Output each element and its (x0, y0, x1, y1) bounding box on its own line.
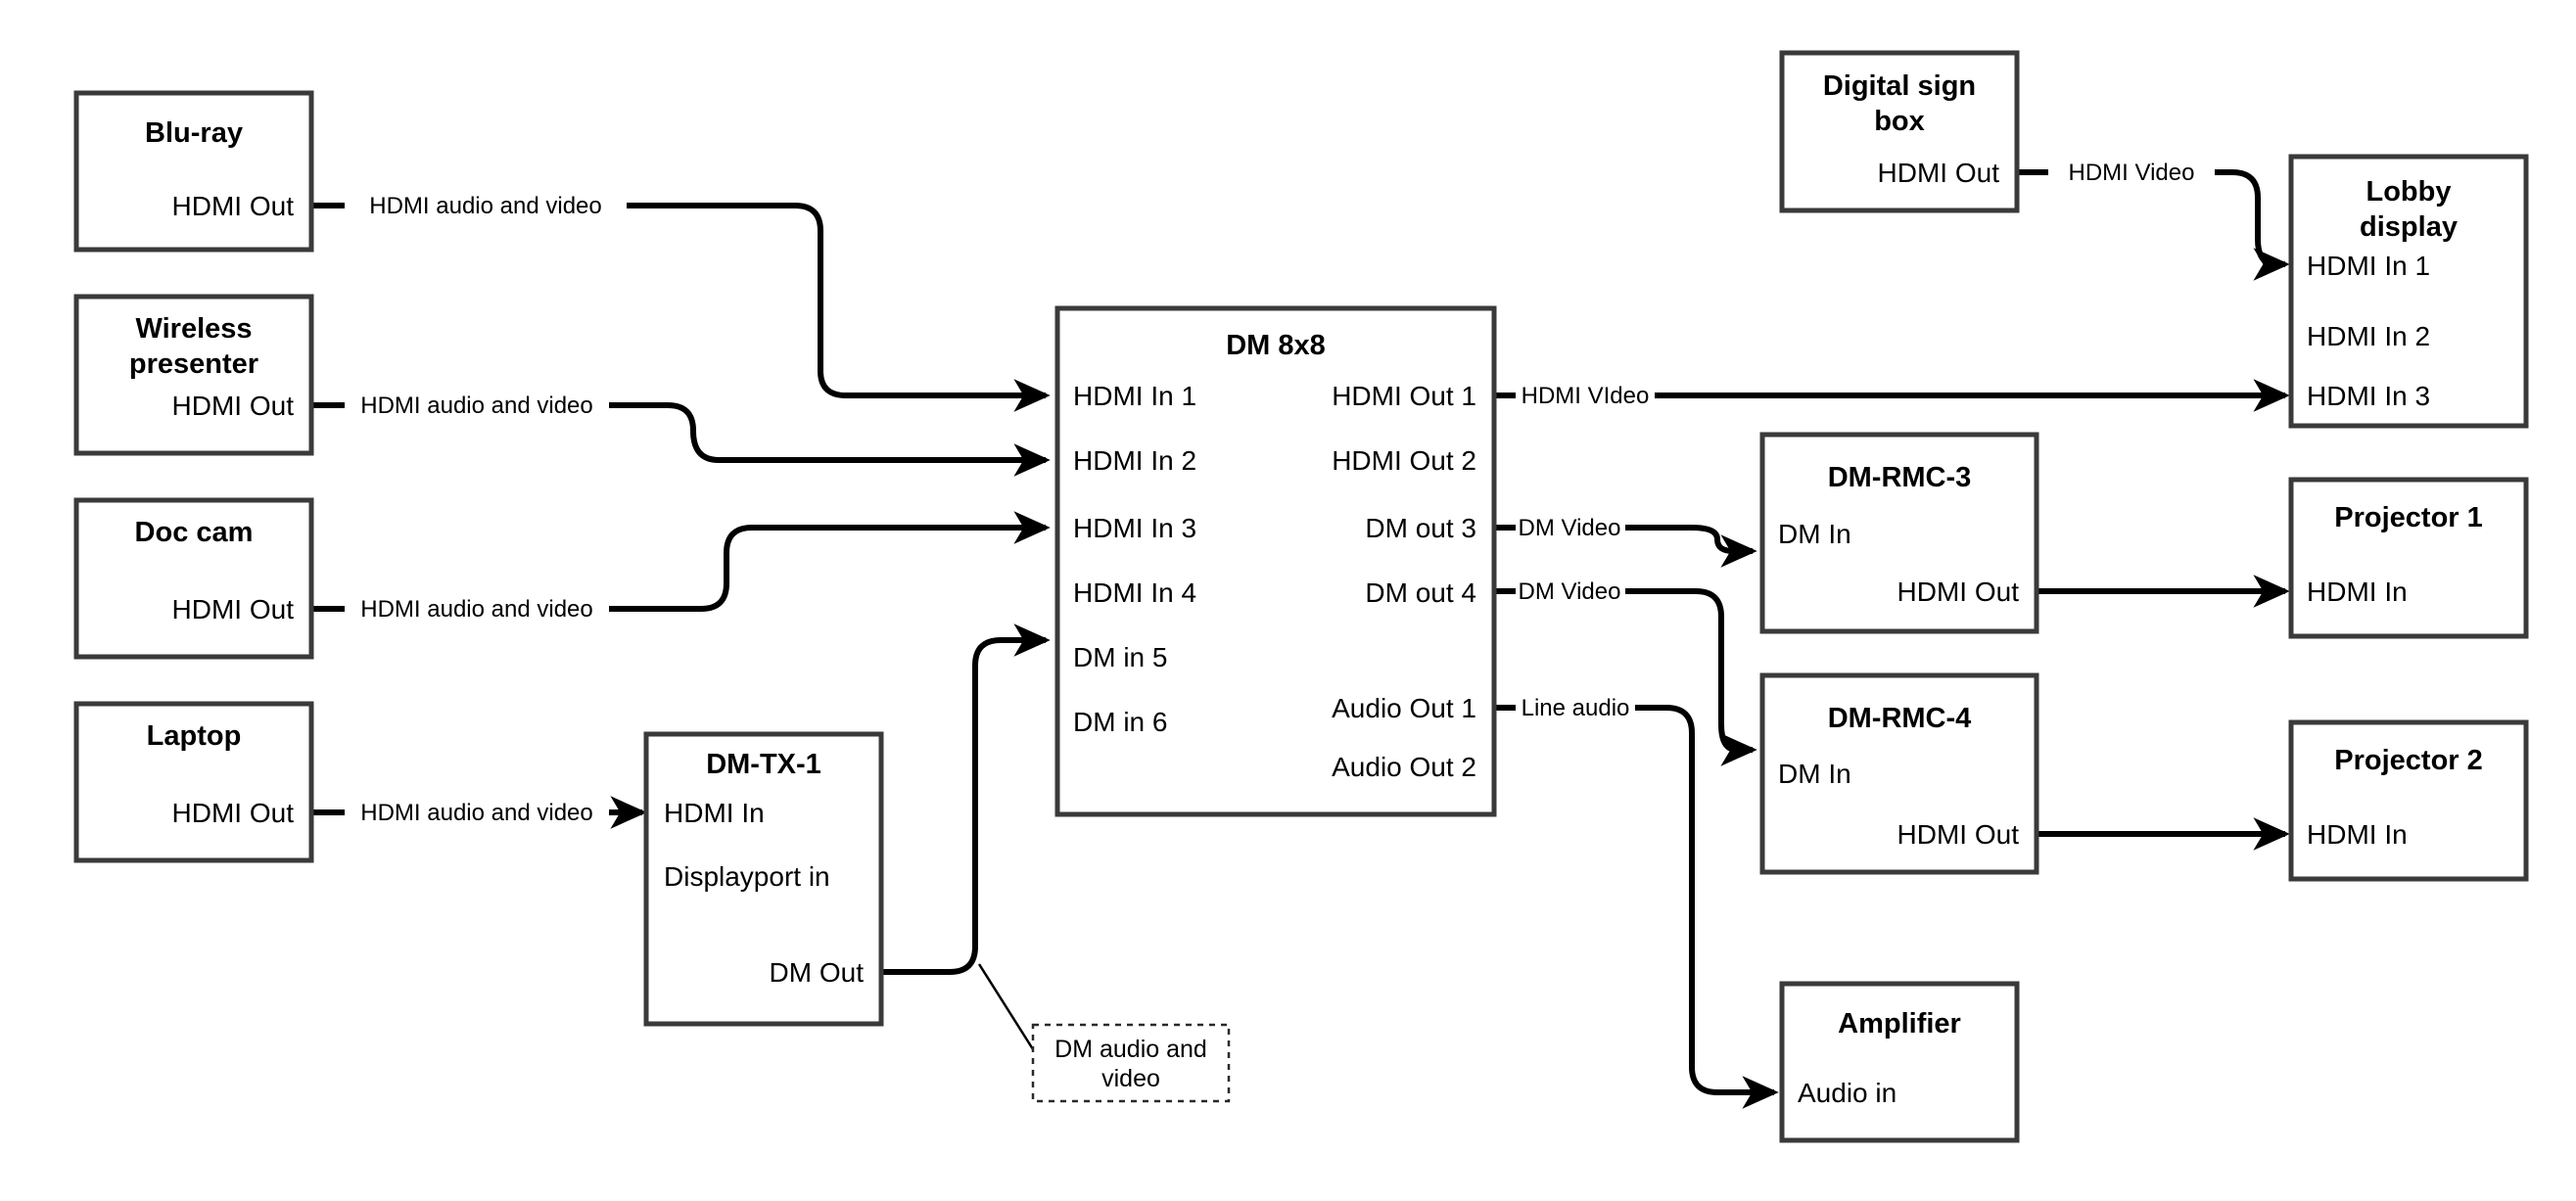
node-lobby-display-box[interactable] (2288, 154, 2529, 429)
node-digital-sign-box-port-hdmi-out: HDMI Out (1878, 158, 2000, 188)
node-doc-cam[interactable]: Doc cam HDMI Out (73, 497, 314, 660)
edge-label-dm-video-out3: DM Video (1519, 515, 1621, 541)
node-doc-cam-port-hdmi-out: HDMI Out (172, 594, 295, 624)
link-sign-to-lobby-main (2215, 169, 2290, 281)
link-bluray-to-dm8x8-in1-main (627, 203, 1051, 412)
node-dm-8x8-port-dm-out-3: DM out 3 (1365, 513, 1476, 543)
node-wireless-presenter[interactable]: Wireless presenter HDMI Out (73, 294, 314, 456)
node-dm-8x8-port-audio-out-2: Audio Out 2 (1332, 752, 1476, 782)
link-doccam-to-dm8x8-in3-main (609, 511, 1051, 612)
node-laptop-port-hdmi-out: HDMI Out (172, 798, 295, 828)
node-dm-8x8-port-hdmi-in-1: HDMI In 1 (1073, 381, 1196, 411)
node-laptop-title: Laptop (147, 720, 242, 752)
node-bluray-title: Blu-ray (145, 117, 243, 149)
node-dm-rmc-3-port-hdmi-out: HDMI Out (1897, 577, 2020, 607)
link-dm8x8-out4-to-rmc4 (1625, 588, 1757, 766)
node-dm-rmc-3-port-dm-in: DM In (1778, 519, 1851, 549)
node-dm-rmc-3-box[interactable] (1759, 432, 2039, 634)
node-lobby-display[interactable]: Lobby display HDMI In 1 HDMI In 2 HDMI I… (2288, 154, 2529, 429)
link-dm8x8-audio1-to-amp (1635, 705, 1779, 1109)
node-dm-rmc-4-title: DM-RMC-4 (1828, 703, 1972, 734)
node-dm-8x8[interactable]: DM 8x8 HDMI In 1 HDMI In 2 HDMI In 3 HDM… (1054, 305, 1497, 817)
node-projector-1-box[interactable] (2288, 477, 2529, 639)
node-amplifier-box[interactable] (1779, 981, 2020, 1143)
node-projector-2[interactable]: Projector 2 HDMI In (2288, 719, 2529, 882)
node-wireless-presenter-box[interactable] (73, 294, 314, 456)
node-lobby-display-port-hdmi-in-1: HDMI In 1 (2307, 251, 2430, 281)
link-wireless-to-dm8x8-in2-main (609, 402, 1051, 477)
node-dm-tx-1-port-displayport-in: Displayport in (664, 861, 830, 892)
node-dm-8x8-port-dm-in-6: DM in 6 (1073, 707, 1167, 737)
node-lobby-display-title-line2: display (2360, 211, 2458, 243)
node-digital-sign-box-box[interactable] (1779, 50, 2020, 213)
edge-label-sign: HDMI Video (2069, 160, 2195, 186)
node-amplifier[interactable]: Amplifier Audio in (1779, 981, 2020, 1143)
node-dm-rmc-4-port-dm-in: DM In (1778, 759, 1851, 789)
node-dm-8x8-port-audio-out-1: Audio Out 1 (1332, 693, 1476, 723)
edge-label-hdmi-video-out1: HDMI VIdeo (1522, 383, 1650, 409)
node-lobby-display-port-hdmi-in-3: HDMI In 3 (2307, 381, 2430, 411)
node-dm-tx-1[interactable]: DM-TX-1 HDMI In Displayport in DM Out (643, 731, 884, 1027)
node-bluray-box[interactable] (73, 90, 314, 253)
node-wireless-presenter-title-line1: Wireless (135, 313, 252, 345)
node-dm-8x8-title: DM 8x8 (1226, 330, 1326, 361)
node-dm-8x8-port-hdmi-in-3: HDMI In 3 (1073, 513, 1196, 543)
node-dm-8x8-port-hdmi-in-4: HDMI In 4 (1073, 577, 1196, 608)
node-dm-8x8-port-hdmi-out-2: HDMI Out 2 (1332, 445, 1476, 476)
node-bluray-port-hdmi-out: HDMI Out (172, 191, 295, 221)
node-bluray[interactable]: Blu-ray HDMI Out (73, 90, 314, 253)
node-laptop[interactable]: Laptop HDMI Out (73, 701, 314, 863)
edge-label-doccam: HDMI audio and video (360, 596, 592, 623)
node-projector-2-box[interactable] (2288, 719, 2529, 882)
node-digital-sign-box-title-line1: Digital sign (1823, 70, 1976, 102)
node-projector-1-port-hdmi-in: HDMI In (2307, 577, 2408, 607)
leader-dm-audio-video-note (977, 963, 1035, 1050)
edge-label-line-audio: Line audio (1522, 695, 1630, 721)
node-projector-2-port-hdmi-in: HDMI In (2307, 819, 2408, 850)
annotation-dm-audio-and-video-line2: video (1101, 1065, 1160, 1092)
node-digital-sign-box-title-line2: box (1874, 106, 1925, 137)
node-dm-tx-1-box[interactable] (643, 731, 884, 1027)
node-doc-cam-title: Doc cam (135, 517, 254, 548)
node-dm-8x8-port-dm-in-5: DM in 5 (1073, 642, 1167, 672)
node-dm-tx-1-port-dm-out: DM Out (770, 957, 865, 988)
node-projector-1[interactable]: Projector 1 HDMI In (2288, 477, 2529, 639)
node-lobby-display-title-line1: Lobby (2366, 176, 2452, 208)
node-dm-tx-1-title: DM-TX-1 (706, 749, 821, 780)
node-wireless-presenter-port-hdmi-out: HDMI Out (172, 391, 295, 421)
node-projector-1-title: Projector 1 (2334, 502, 2483, 533)
edge-label-bluray: HDMI audio and video (369, 193, 601, 219)
node-dm-rmc-4[interactable]: DM-RMC-4 DM In HDMI Out (1759, 672, 2039, 875)
node-digital-sign-box[interactable]: Digital sign box HDMI Out (1779, 50, 2020, 213)
node-dm-8x8-port-hdmi-out-1: HDMI Out 1 (1332, 381, 1476, 411)
node-dm-8x8-box[interactable] (1054, 305, 1497, 817)
node-dm-8x8-port-dm-out-4: DM out 4 (1365, 577, 1476, 608)
node-dm-tx-1-port-hdmi-in: HDMI In (664, 798, 765, 828)
node-laptop-box[interactable] (73, 701, 314, 863)
link-dm8x8-out3-to-rmc3 (1625, 525, 1757, 568)
node-dm-rmc-4-box[interactable] (1759, 672, 2039, 875)
annotation-dm-audio-and-video: DM audio and video (1031, 1023, 1231, 1103)
edge-label-laptop: HDMI audio and video (360, 800, 592, 826)
node-dm-rmc-3-title: DM-RMC-3 (1828, 462, 1972, 493)
node-lobby-display-port-hdmi-in-2: HDMI In 2 (2307, 321, 2430, 351)
node-doc-cam-box[interactable] (73, 497, 314, 660)
edge-label-wireless: HDMI audio and video (360, 393, 592, 419)
node-dm-rmc-3[interactable]: DM-RMC-3 DM In HDMI Out (1759, 432, 2039, 634)
node-dm-8x8-port-hdmi-in-2: HDMI In 2 (1073, 445, 1196, 476)
node-projector-2-title: Projector 2 (2334, 745, 2483, 776)
node-dm-rmc-4-port-hdmi-out: HDMI Out (1897, 819, 2020, 850)
node-amplifier-title: Amplifier (1838, 1008, 1961, 1039)
node-wireless-presenter-title-line2: presenter (129, 348, 258, 380)
annotation-dm-audio-and-video-line1: DM audio and (1054, 1036, 1207, 1063)
annotation-dm-audio-and-video-box (1031, 1023, 1231, 1103)
node-amplifier-port-audio-in: Audio in (1798, 1078, 1897, 1108)
link-dmtx1-to-dm8x8-in5 (881, 624, 1051, 975)
edge-label-dm-video-out4: DM Video (1519, 578, 1621, 605)
